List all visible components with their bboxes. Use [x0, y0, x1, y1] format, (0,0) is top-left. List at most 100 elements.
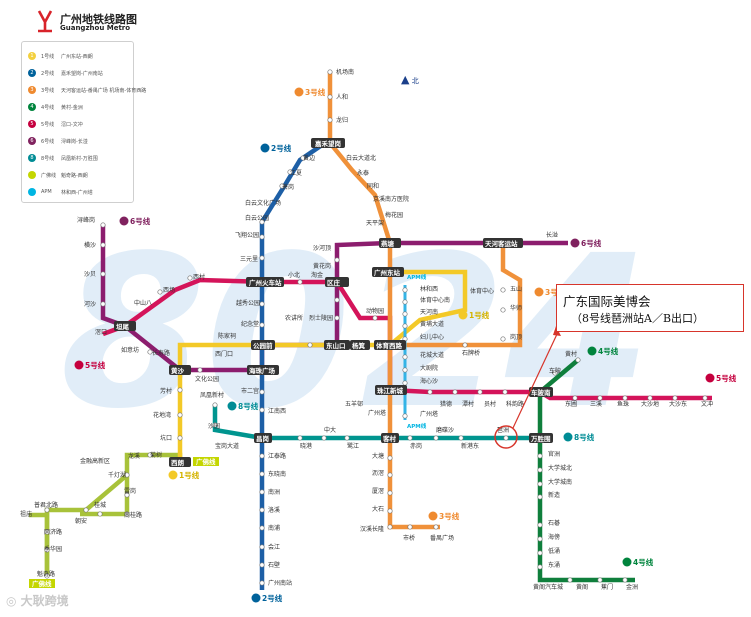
- station-dot: [327, 117, 333, 123]
- station-dot: [334, 257, 340, 263]
- station-dot: [259, 562, 265, 568]
- badge-tianhe-bus-terminal-label: 天河客运站: [485, 239, 518, 248]
- station-dot: [387, 490, 393, 496]
- metro-logo: [37, 10, 53, 33]
- station-dot: [537, 550, 543, 556]
- label-guangzhouta-apm: 广州塔: [420, 410, 438, 418]
- label-shabei: 沙贝: [84, 271, 96, 278]
- station-dot: [259, 489, 265, 495]
- badge-huangsha-label: 黄沙: [171, 366, 185, 375]
- legend-route: 广州东站-西朗: [61, 54, 93, 60]
- label-haixinsha: 海心沙: [420, 377, 438, 385]
- badge-wanshengwei: [529, 433, 553, 443]
- station-dot: [259, 544, 265, 550]
- station-dot: [44, 529, 50, 535]
- badge-tianhe-bus-terminal: [483, 238, 523, 248]
- label-chaoan: 朝安: [75, 517, 87, 525]
- station-dot: [567, 577, 573, 583]
- legend-swatch: [28, 171, 36, 179]
- station-dot: [575, 357, 581, 363]
- badge-gongyuanqian: [251, 340, 275, 350]
- compass-label: 北: [411, 77, 419, 85]
- station-dot: [100, 242, 106, 248]
- label-taojin: 淘金: [311, 271, 323, 279]
- station-dot: [97, 511, 103, 517]
- line-label-gf-bottom: 广佛线: [32, 579, 52, 588]
- station-dot: [402, 380, 408, 386]
- station-dot: [672, 395, 678, 401]
- station-dot: [177, 412, 183, 418]
- label-feixiang: 飞翔公园: [235, 231, 259, 239]
- station-dot: [327, 94, 333, 100]
- badge-zhujiangxincheng: [375, 385, 407, 395]
- station-dot: [433, 524, 439, 530]
- label-longxi: 龙溪: [128, 452, 140, 460]
- label-lieshilingyuan: 烈士陵园: [309, 314, 333, 322]
- badge-yangji: [350, 340, 370, 350]
- station-dot: [147, 452, 153, 458]
- station-dot: [387, 524, 393, 530]
- label-sanxi: 三溪: [590, 400, 602, 408]
- label-longgui: 龙归: [336, 116, 348, 124]
- line-label-2-top: 2号线: [271, 143, 292, 153]
- label-xunfenggang: 浔峰岗: [77, 216, 95, 224]
- watermark-logo-icon: ◎: [6, 594, 21, 608]
- label-kengkou: 坑口: [160, 434, 172, 442]
- legend-route: 黄村-金洲: [61, 105, 83, 111]
- label-haibang: 海傍: [548, 533, 560, 541]
- station-dot: [124, 511, 130, 517]
- label-kuiqilu: 魁奇路: [37, 570, 55, 578]
- legend-line-name: 6号线: [41, 139, 55, 145]
- label-wuyangcun: 五羊邨: [345, 400, 363, 408]
- station-dot: [597, 395, 603, 401]
- legend-line-name: 8号线: [41, 156, 55, 162]
- label-huanghuagang: 黄花岗: [313, 262, 331, 270]
- label-xiajiao: 厦滘: [372, 487, 384, 495]
- line-badge-5-right: [705, 373, 715, 383]
- line-label-8-right: 8号线: [574, 432, 595, 442]
- station-dot: [157, 289, 163, 295]
- label-tianpingjia: 天平架: [366, 219, 384, 227]
- line-label-3-mid: 3号线: [545, 287, 566, 297]
- label-huijiang: 会江: [268, 543, 280, 551]
- line-badge-4-top: [587, 346, 597, 356]
- label-dashadi: 大沙地: [641, 400, 659, 408]
- station-dot: [259, 471, 265, 477]
- station-dot: [387, 472, 393, 478]
- label-hengsha: 横沙: [84, 241, 96, 249]
- label-pujunbeilu: 普君北路: [34, 501, 58, 509]
- label-fenghuangxincun: 凤凰新村: [200, 391, 224, 399]
- label-wushan: 五山: [510, 285, 522, 293]
- label-jiangxia: 江夏: [290, 170, 302, 177]
- watermark-text: 大耿跨境: [20, 594, 69, 608]
- label-modiesha: 磨碟沙: [436, 426, 454, 434]
- legend-line-name: APM: [41, 189, 52, 195]
- station-dot: [552, 370, 558, 376]
- station-dot: [452, 389, 458, 395]
- badge-yantang: [379, 238, 401, 248]
- line-badge-6-right: [570, 238, 580, 248]
- legend-line-name: 5号线: [41, 122, 55, 128]
- label-jiaokou: 滘口: [95, 328, 107, 336]
- line2: [259, 141, 327, 590]
- label-shahelding: 沙河顶: [313, 244, 331, 252]
- badge-qiuzhuang: [325, 277, 349, 287]
- label-baiyungongyuan: 白云公园: [245, 214, 269, 222]
- badge-jiahewanggang-label: 嘉禾望岗: [314, 139, 341, 148]
- station-dot: [402, 287, 408, 293]
- label-xiaogang8: 晓港: [300, 442, 312, 450]
- line-label-2-bottom: 2号线: [262, 593, 283, 603]
- station-dot: [427, 389, 433, 395]
- legend-line-name: 2号线: [41, 71, 55, 77]
- badge-guangzhou-east-label: 广州东站: [374, 268, 401, 277]
- label-liede: 猎德: [440, 400, 452, 408]
- badge-chebeinan: [529, 387, 553, 397]
- station-dot: [44, 573, 50, 579]
- label-yuzhu: 鱼珠: [617, 400, 629, 408]
- svg-text:0: 0: [205, 210, 351, 455]
- line-label-6-right: 6号线: [581, 238, 602, 248]
- badge-guangzhou-railway: [246, 277, 284, 287]
- line-label-8-left: 8号线: [238, 401, 259, 411]
- label-jingxi: 京溪南方医院: [373, 195, 409, 203]
